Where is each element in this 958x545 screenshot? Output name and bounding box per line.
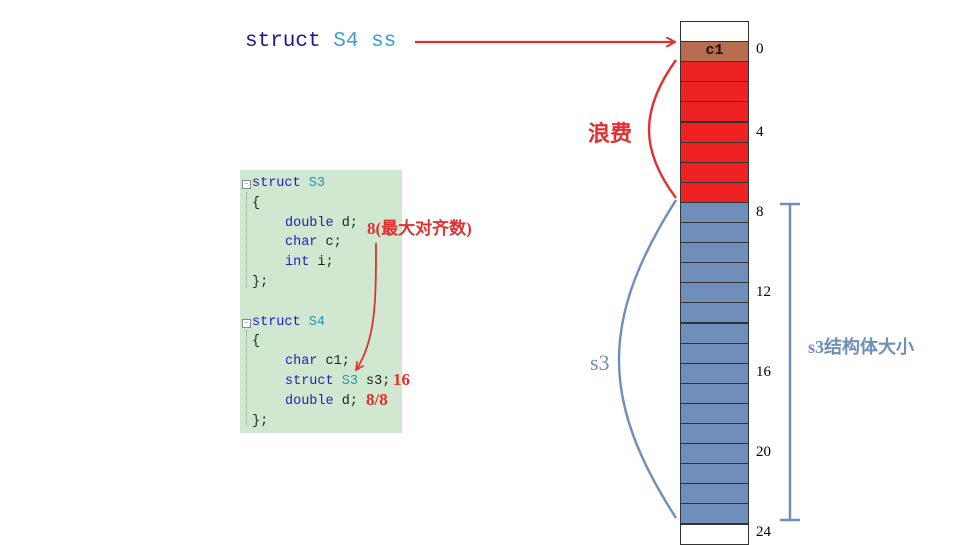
code-line: char c; xyxy=(285,233,342,253)
code-token: c; xyxy=(317,235,342,251)
fold-icon[interactable]: − xyxy=(242,318,251,328)
code-token: int xyxy=(285,255,310,271)
s3-brace xyxy=(617,199,678,519)
waste-brace xyxy=(647,59,677,199)
indent-guide xyxy=(246,330,247,426)
fold-icon[interactable]: − xyxy=(242,180,251,189)
code-line: int i; xyxy=(285,253,334,273)
c1-cell-label: c1 xyxy=(705,42,724,60)
code-line: double d; xyxy=(285,392,358,412)
code-token: }; xyxy=(252,413,269,429)
code-token: d; xyxy=(333,393,358,409)
code-token: c1; xyxy=(317,354,350,370)
code-token: S4 xyxy=(308,314,325,330)
offset-label: 4 xyxy=(756,124,764,140)
code-line: double d; xyxy=(285,214,358,234)
s3-label: s3 xyxy=(590,350,610,375)
struct-declaration-title: struct S4 ss xyxy=(245,30,396,53)
code-token: char xyxy=(285,235,318,251)
code-line: struct S3 s3; xyxy=(285,372,390,392)
offset-label: 20 xyxy=(756,444,771,460)
offset-label: 16 xyxy=(756,364,771,380)
memory-cell-empty xyxy=(680,523,749,545)
code-line: { xyxy=(252,194,260,214)
code-token: { xyxy=(252,195,261,211)
code-token: struct xyxy=(252,314,301,330)
code-line: struct S3 xyxy=(252,174,325,194)
title-type: S4 xyxy=(333,30,359,53)
code-token: i; xyxy=(309,255,334,271)
code-token: S3 xyxy=(341,374,358,389)
offset-label: 24 xyxy=(756,524,771,540)
title-keyword: struct xyxy=(245,30,321,53)
code-token: double xyxy=(285,215,334,231)
code-token: struct xyxy=(285,374,334,389)
s3-size-note: 16 xyxy=(393,370,410,389)
offset-label: 0 xyxy=(756,41,764,57)
title-variable: ss xyxy=(371,30,397,53)
code-line: }; xyxy=(252,273,268,293)
code-token: double xyxy=(285,393,334,409)
offset-label: 8 xyxy=(756,204,764,220)
d-align-note: 8/8 xyxy=(366,390,388,409)
code-token: }; xyxy=(252,275,269,290)
s3-size-label: s3结构体大小 xyxy=(808,337,915,357)
code-token: struct xyxy=(252,176,301,191)
offset-label: 12 xyxy=(756,284,771,300)
code-token: d; xyxy=(333,215,358,231)
curved-arrow xyxy=(356,242,377,370)
max-align-note: 8(最大对齐数) xyxy=(367,219,472,238)
code-line: }; xyxy=(252,412,268,432)
code-token: { xyxy=(252,334,261,350)
code-line: { xyxy=(252,332,260,352)
indent-guide xyxy=(246,192,247,288)
code-token: char xyxy=(285,354,318,370)
code-block: struct S3−{double d;char c;int i;};struc… xyxy=(240,170,402,433)
code-line: char c1; xyxy=(285,352,350,372)
code-token: s3; xyxy=(357,374,391,389)
code-token: S3 xyxy=(308,176,325,191)
waste-label: 浪费 xyxy=(588,121,633,146)
code-line: struct S4 xyxy=(252,313,325,333)
